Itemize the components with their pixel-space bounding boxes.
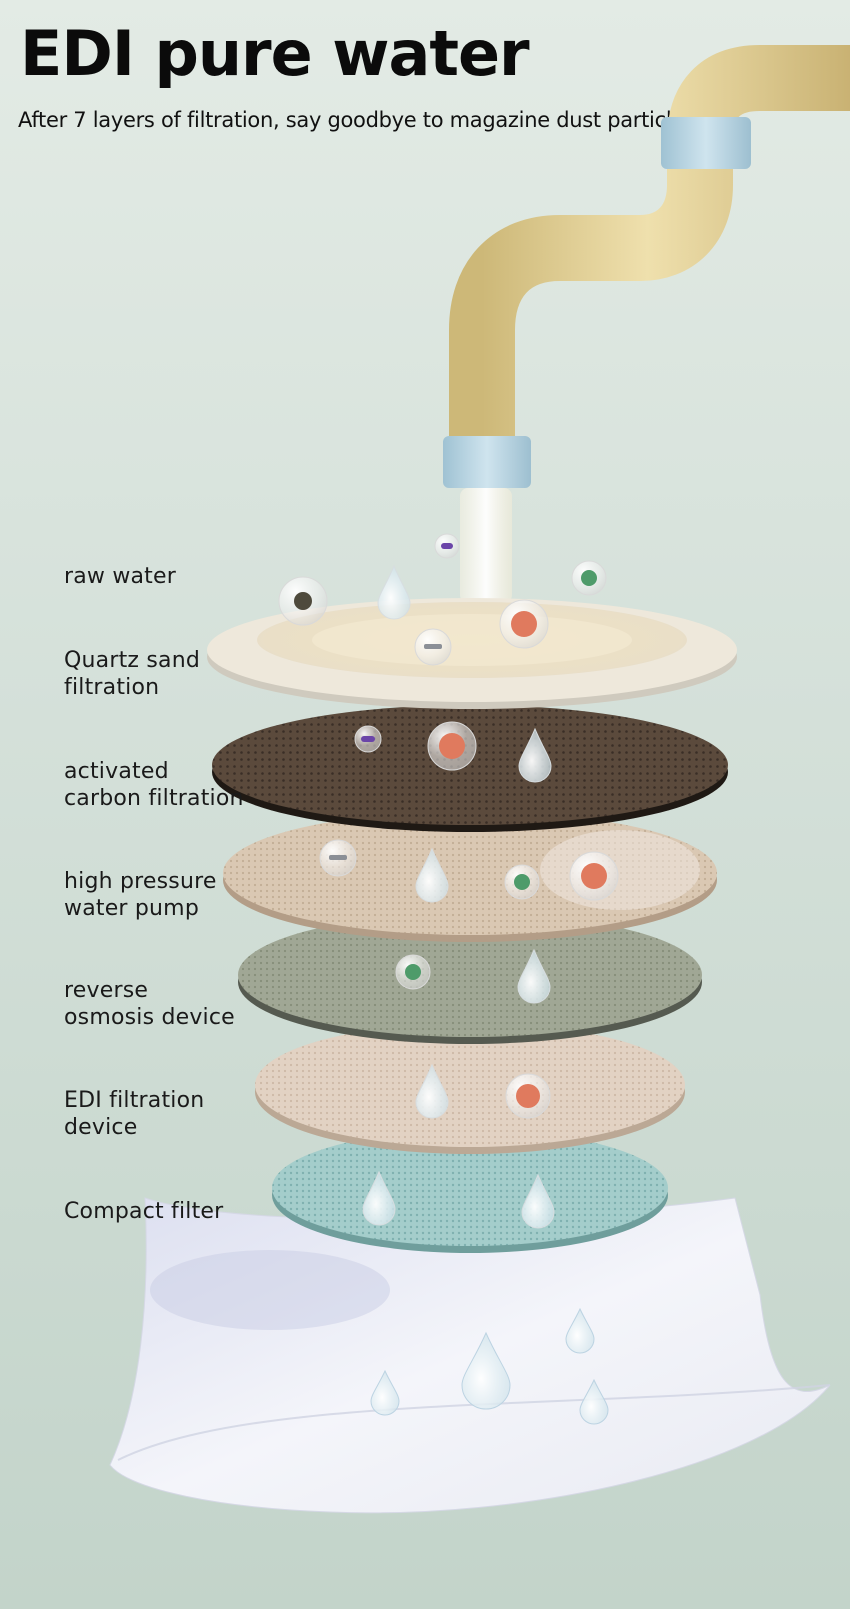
- faucet-pipe: [443, 45, 850, 603]
- water-drop-icon: [461, 1331, 511, 1410]
- water-drop-icon: [377, 564, 411, 620]
- water-drop-icon: [362, 1170, 396, 1226]
- layer-label-high-pressure-pump: high pressure water pump: [64, 869, 217, 921]
- activated-carbon-disc: [212, 705, 728, 832]
- layer-label-raw-water: raw water: [64, 564, 176, 589]
- page-subtitle: After 7 layers of filtration, say goodby…: [18, 108, 702, 132]
- water-drop-icon: [517, 948, 551, 1004]
- reverse-osmosis-disc: [238, 913, 702, 1044]
- layer-label-activated-carbon: activated carbon filtration: [64, 759, 244, 811]
- water-stream: [460, 488, 512, 603]
- layer-label-edi-filtration: EDI filtration device: [64, 1088, 205, 1140]
- water-drop-icon: [415, 1063, 449, 1119]
- water-drop-icon: [565, 1307, 595, 1354]
- layer-label-quartz-sand: Quartz sand filtration: [64, 648, 201, 700]
- water-drop-icon: [579, 1378, 609, 1425]
- lower-pipe-collar: [443, 436, 531, 488]
- water-drop-icon: [370, 1369, 400, 1416]
- water-drop-icon: [415, 847, 449, 903]
- page-title: EDI pure water: [20, 17, 530, 90]
- particles: [278, 533, 619, 1425]
- quartz-sand-disc: [207, 598, 737, 709]
- upper-pipe-collar: [661, 117, 751, 169]
- layer-label-reverse-osmosis: reverse osmosis device: [64, 978, 235, 1030]
- layer-label-compact-filter: Compact filter: [64, 1199, 224, 1224]
- water-drop-icon: [518, 727, 552, 783]
- edi-filtration-disc: [255, 1023, 685, 1154]
- water-drop-icon: [521, 1173, 555, 1229]
